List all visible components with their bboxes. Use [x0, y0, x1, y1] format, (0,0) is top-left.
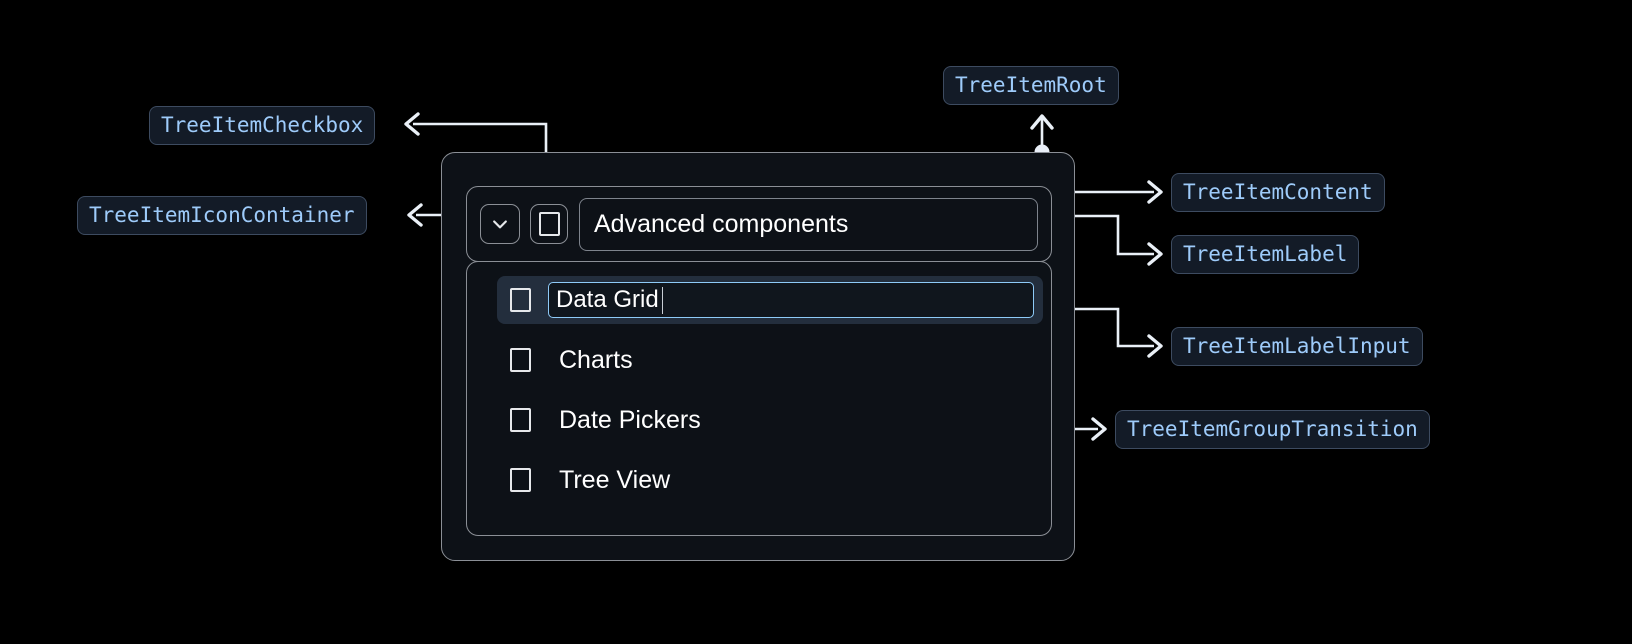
child-checkbox-charts[interactable] [510, 348, 531, 372]
label-input-value: Data Grid [556, 286, 659, 313]
arrowhead-icon-container [407, 203, 423, 227]
annotation-tree-item-content: TreeItemContent [1171, 173, 1385, 212]
annotation-tree-item-label: TreeItemLabel [1171, 235, 1360, 274]
annotation-tree-item-group-transition: TreeItemGroupTransition [1115, 410, 1430, 449]
text-caret [661, 286, 664, 314]
arrowhead-root [1030, 114, 1054, 130]
checkbox-box-icon [538, 212, 560, 236]
arrowhead-group-transition [1091, 417, 1107, 441]
tree-item-child-tree-view[interactable]: Tree View [497, 456, 1043, 504]
tree-item-content[interactable]: Advanced components [466, 186, 1052, 262]
tree-item-child-date-pickers[interactable]: Date Pickers [497, 396, 1043, 444]
checkbox-box-icon [510, 408, 531, 432]
child-label-date-pickers: Date Pickers [559, 405, 701, 434]
annotation-tree-item-icon-container: TreeItemIconContainer [77, 196, 367, 235]
child-label-charts: Charts [559, 345, 633, 374]
child-checkbox-tree-view[interactable] [510, 468, 531, 492]
tree-item-label-input[interactable]: Data Grid [548, 282, 1034, 318]
checkbox-box-icon [510, 468, 531, 492]
tree-item-child-charts[interactable]: Charts [497, 336, 1043, 384]
annotation-tree-item-checkbox: TreeItemCheckbox [149, 106, 376, 145]
tree-item-label-text: Advanced components [594, 209, 849, 238]
arrowhead-checkbox [404, 112, 420, 136]
child-checkbox-data-grid[interactable] [510, 288, 531, 312]
arrowhead-label [1147, 242, 1163, 266]
chevron-down-icon [493, 220, 507, 229]
checkbox-box-icon [510, 348, 531, 372]
arrowhead-label-input [1147, 334, 1163, 358]
tree-item-child-data-grid[interactable]: Data Grid [497, 276, 1043, 324]
child-checkbox-date-pickers[interactable] [510, 408, 531, 432]
tree-item-checkbox[interactable] [530, 204, 568, 244]
tree-item-group-transition: Data Grid Charts Date Pickers [466, 261, 1052, 536]
tree-item-icon-container[interactable] [480, 204, 520, 244]
arrowhead-content [1147, 180, 1163, 204]
child-label-tree-view: Tree View [559, 465, 671, 494]
annotation-tree-item-root: TreeItemRoot [943, 66, 1119, 105]
annotation-tree-item-label-input: TreeItemLabelInput [1171, 327, 1423, 366]
tree-item-label[interactable]: Advanced components [579, 197, 1038, 251]
tree-item-root[interactable]: Advanced components Data Grid Charts [441, 152, 1075, 561]
checkbox-box-icon [510, 288, 531, 312]
